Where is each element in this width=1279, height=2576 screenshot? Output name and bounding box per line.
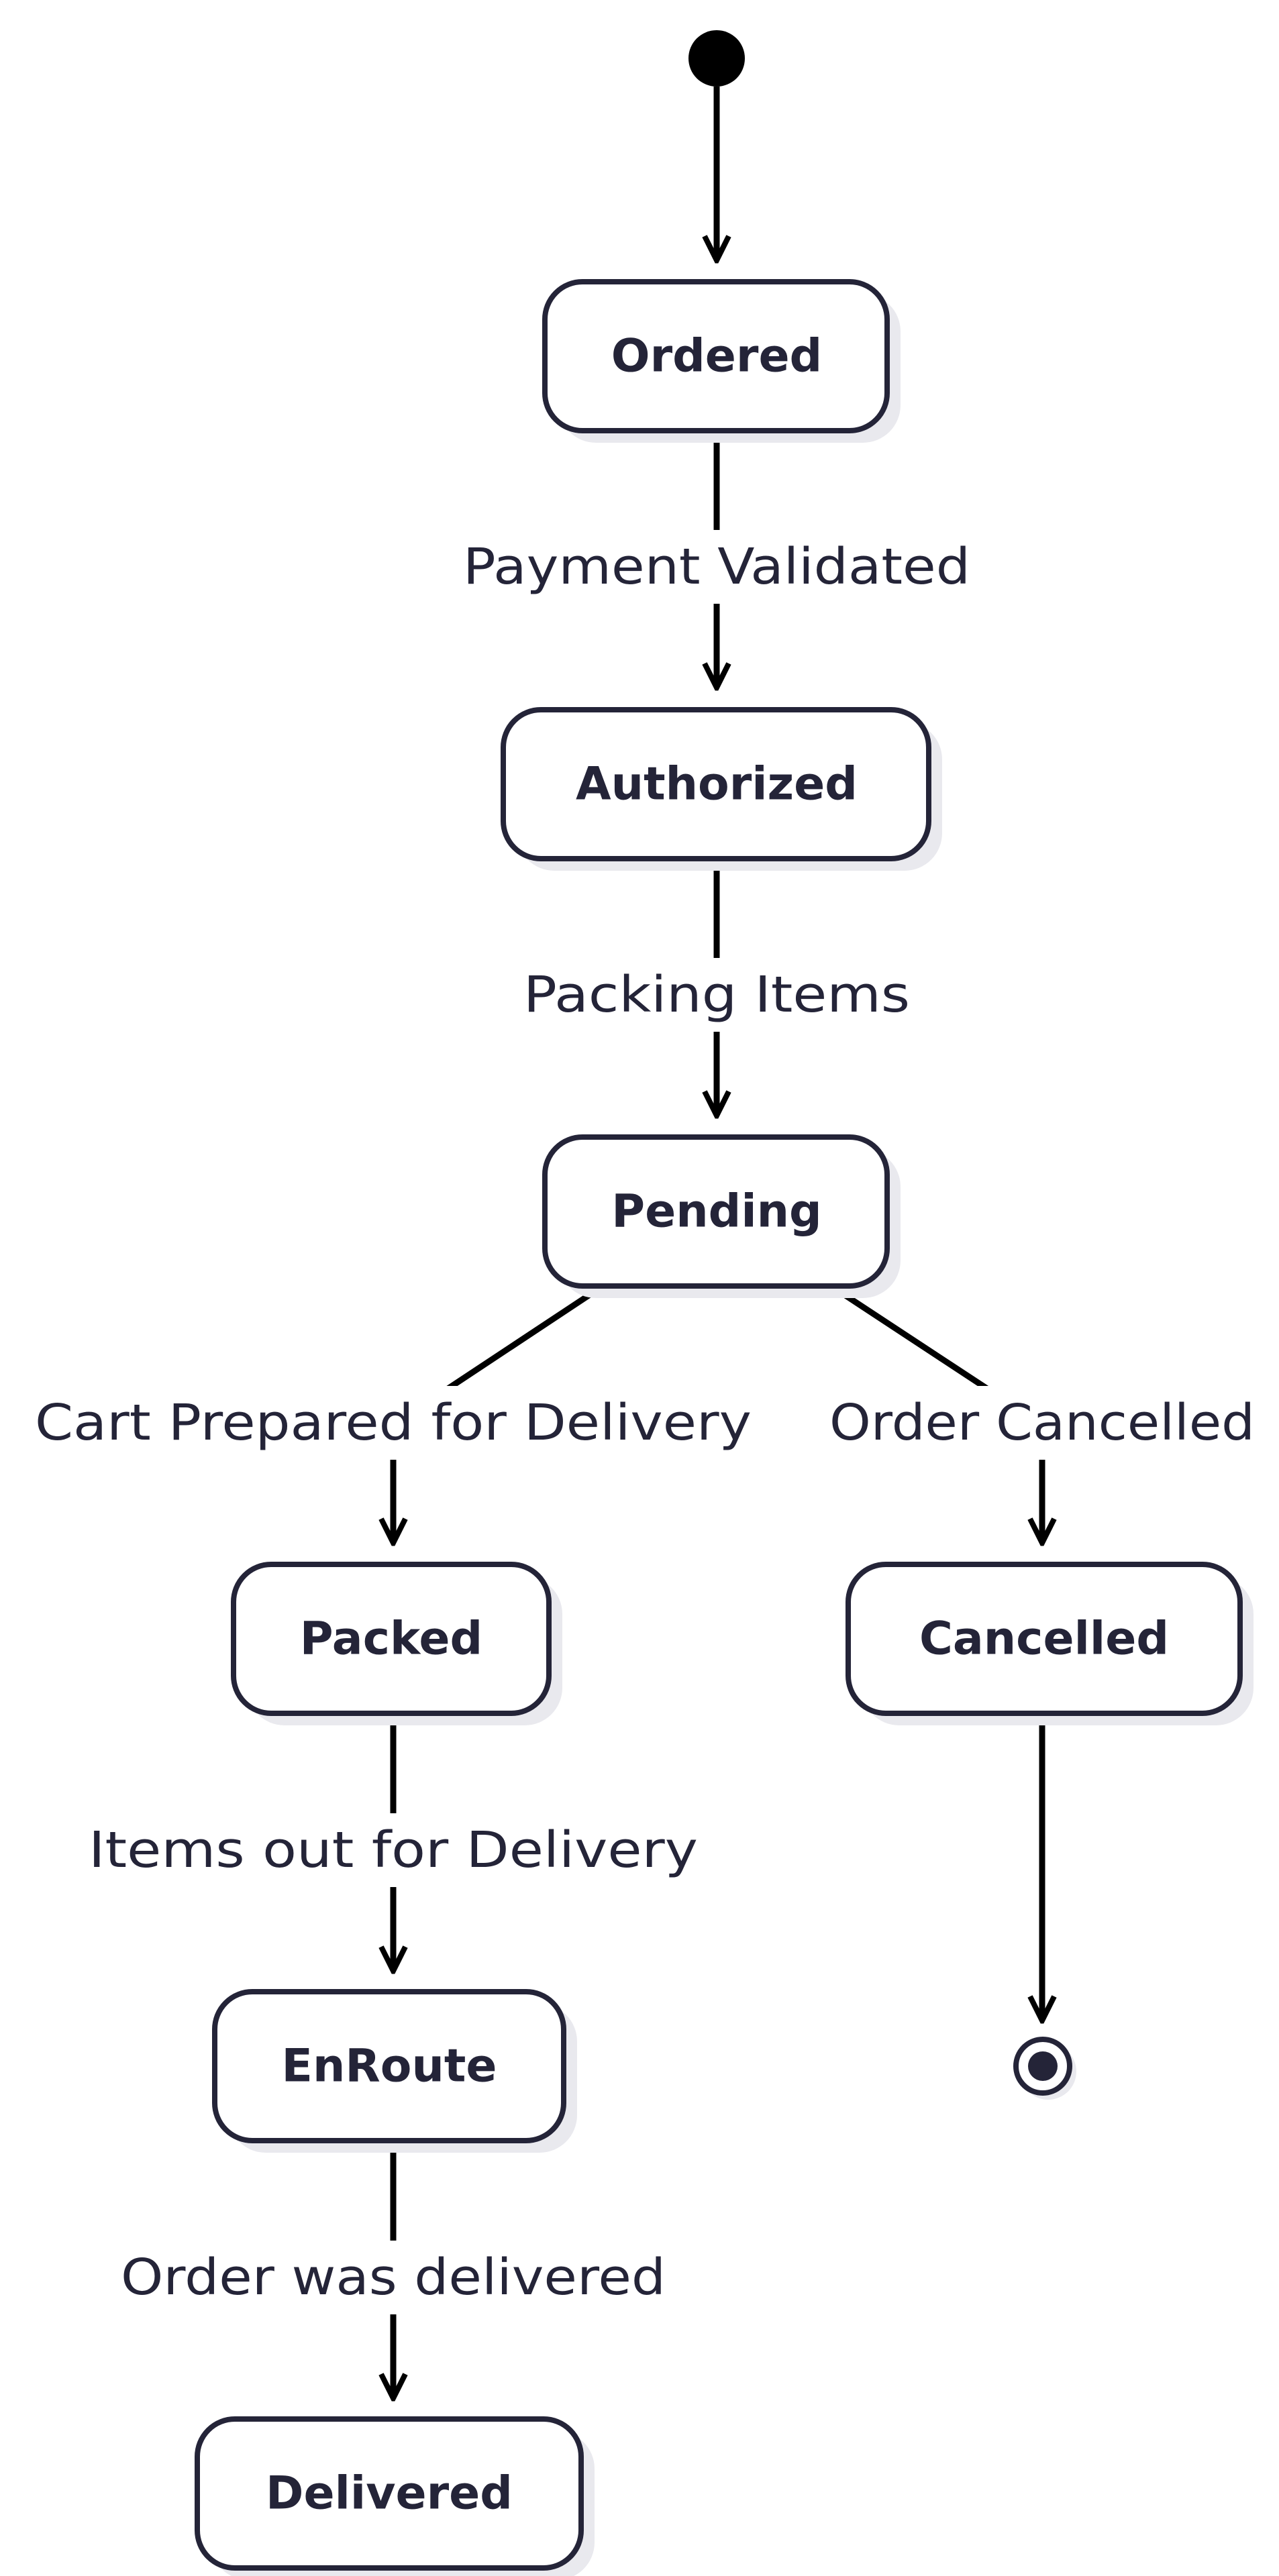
state-label: EnRoute	[282, 2040, 497, 2093]
state-delivered: Delivered	[195, 2416, 595, 2576]
transition-label: Order was delivered	[121, 2249, 666, 2306]
state-cancelled: Cancelled	[846, 1562, 1254, 1725]
transition-label: Order Cancelled	[829, 1394, 1255, 1452]
transition-label: Cart Prepared for Delivery	[35, 1394, 752, 1452]
transition-order-cancelled: Order Cancelled	[824, 1386, 1260, 1460]
transition-cart-prepared: Cart Prepared for Delivery	[25, 1386, 761, 1460]
state-authorized: Authorized	[501, 707, 942, 871]
start-node	[688, 30, 745, 87]
transition-items-out: Items out for Delivery	[79, 1813, 707, 1887]
end-node	[1013, 2037, 1076, 2100]
transition-packing-items: Packing Items	[517, 958, 917, 1032]
transition-payment-validated: Payment Validated	[456, 530, 977, 604]
state-label: Delivered	[266, 2467, 513, 2520]
state-label: Cancelled	[919, 1613, 1169, 1666]
transition-label: Payment Validated	[463, 538, 970, 596]
state-enroute: EnRoute	[212, 1989, 577, 2153]
state-packed: Packed	[231, 1562, 562, 1725]
state-label: Packed	[300, 1613, 482, 1666]
transition-label: Packing Items	[523, 966, 910, 1024]
state-pending: Pending	[542, 1134, 901, 1298]
state-label: Ordered	[611, 330, 822, 383]
transition-order-delivered: Order was delivered	[113, 2241, 674, 2314]
state-label: Pending	[611, 1185, 821, 1238]
state-ordered: Ordered	[542, 279, 901, 443]
transition-label: Items out for Delivery	[89, 1821, 698, 1879]
state-label: Authorized	[576, 758, 858, 811]
